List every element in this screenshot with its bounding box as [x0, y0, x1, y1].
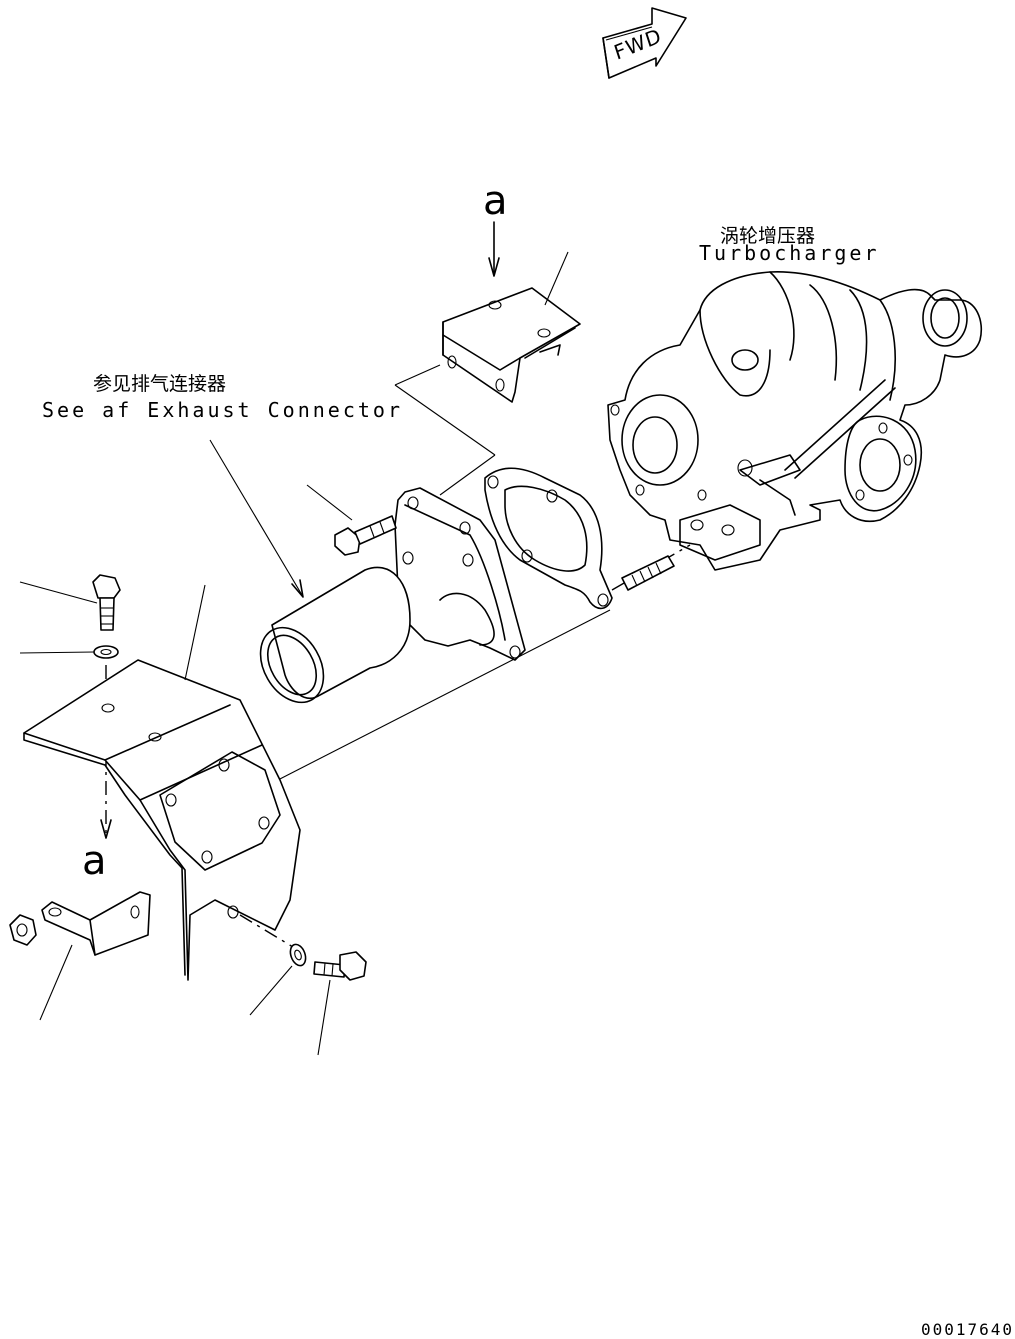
- view-ref-bottom: a: [82, 838, 107, 884]
- gasket-icon: [484, 467, 613, 610]
- lower-washer-icon: [249, 943, 307, 1016]
- view-arrow-bottom-icon: [100, 819, 112, 839]
- part-number: 00017640: [921, 1320, 1015, 1339]
- exhaust-connector-leader: [209, 439, 304, 598]
- lower-bolt-icon: [313, 951, 367, 1056]
- heat-shield-icon: [23, 584, 301, 981]
- view-ref-top: a: [483, 178, 508, 224]
- upper-washer-icon: [19, 645, 119, 659]
- exhaust-connector-label-en: See af Exhaust Connector: [42, 398, 403, 422]
- exhaust-elbow-icon: [259, 487, 526, 704]
- upper-bracket: [442, 251, 581, 403]
- upper-bolt-icon: [19, 574, 121, 631]
- view-arrow-top-icon: [488, 221, 500, 277]
- turbocharger-label-cn: 涡轮增压器: [720, 225, 816, 247]
- turbocharger-icon: [607, 271, 982, 571]
- nut-icon: [9, 914, 37, 946]
- exhaust-connector-label-cn: 参见排气连接器: [93, 373, 227, 395]
- turbocharger-label-en: Turbocharger: [699, 241, 880, 265]
- elbow-bolt-icon: [306, 484, 397, 556]
- small-bracket-icon: [39, 891, 151, 1021]
- fwd-arrow-icon: [602, 7, 687, 79]
- stud-bolt-icon: [621, 555, 675, 591]
